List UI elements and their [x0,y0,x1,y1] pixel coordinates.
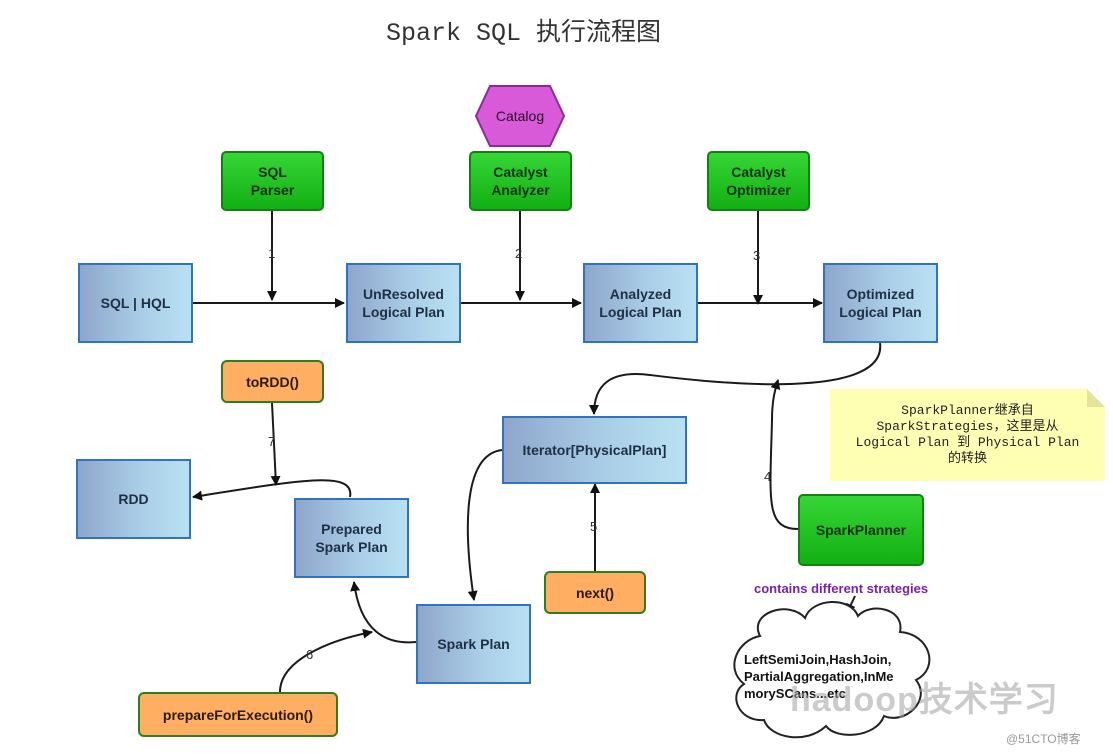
edge-label-5: 5 [590,519,598,534]
edge-label-3: 3 [753,248,761,263]
analyzed-logical-plan-node: Analyzed Logical Plan [583,263,698,343]
prepared-spark-plan-node: Prepared Spark Plan [294,498,409,578]
edge-4 [769,379,799,530]
strategies-label: contains different strategies [754,581,929,596]
credit-text: @51CTO博客 [1006,732,1081,746]
edge-7 [270,402,281,486]
watermark-text: hadoop技术学习 [790,681,1059,719]
edge-prepared-rdd [192,479,352,501]
strategies-cloud [733,601,931,739]
edge-label-6: 6 [306,647,314,662]
edge-label-7: 7 [268,434,276,449]
note-text: SparkPlanner继承自 SparkStrategies，这里是从 Log… [855,403,1080,466]
edge-label-1: 1 [268,246,276,261]
edge-sparkplan-prepared [350,581,417,644]
edge-iterator-sparkplan [466,449,503,601]
sql-parser-node: SQL Parser [221,151,324,211]
diagram-title: Spark SQL 执行流程图 [386,19,662,48]
sticky-note: SparkPlanner继承自 SparkStrategies，这里是从 Log… [830,389,1105,481]
optimized-logical-plan-node: Optimized Logical Plan [823,263,938,343]
to-rdd-node: toRDD() [221,360,324,403]
prepare-for-execution-node: prepareForExecution() [138,692,338,737]
spark-plan-node: Spark Plan [416,604,531,684]
edge-optimized-iterator [589,342,882,415]
edge-label-2: 2 [515,246,523,261]
next-node: next() [544,571,646,614]
catalog-node: Catalog [495,108,545,124]
edge-label-4: 4 [764,469,772,484]
catalyst-optimizer-node: Catalyst Optimizer [707,151,810,211]
unresolved-logical-plan-node: UnResolved Logical Plan [346,263,461,343]
sql-hql-node: SQL | HQL [78,263,193,343]
catalyst-analyzer-node: Catalyst Analyzer [469,151,572,211]
cloud-text: LeftSemiJoin,HashJoin, PartialAggregatio… [744,652,894,701]
note-fold [1087,389,1105,407]
spark-planner-node: SparkPlanner [798,494,924,566]
edge-6 [279,628,373,693]
iterator-physical-plan-node: Iterator[PhysicalPlan] [502,416,687,484]
rdd-node: RDD [76,459,191,539]
catalog-hexagon [474,85,566,147]
